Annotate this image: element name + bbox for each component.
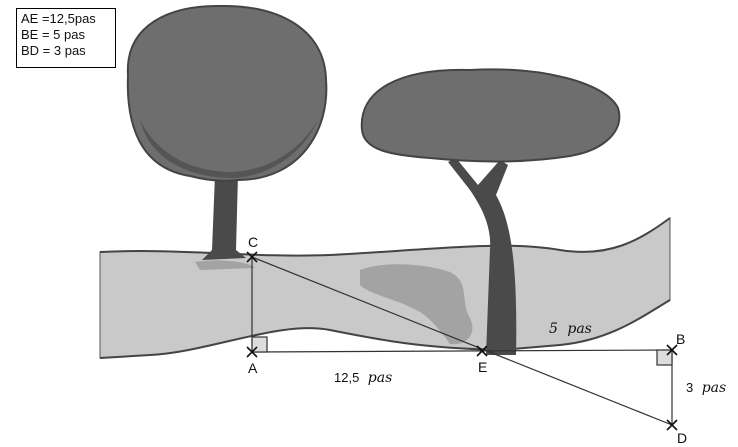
label-a: A xyxy=(248,360,258,376)
label-d: D xyxy=(677,430,687,446)
river-bank-top xyxy=(100,218,670,256)
measure-be: 5 pas xyxy=(549,320,592,337)
segment-ab xyxy=(252,350,672,352)
label-b: B xyxy=(676,331,685,347)
measure-be-unit: pas xyxy=(567,321,592,337)
legend-bd: BD = 3 pas xyxy=(21,43,111,59)
measure-bd-value: 3 xyxy=(686,380,693,395)
legend-be: BE = 5 pas xyxy=(21,27,111,43)
legend-ae: AE =12,5pas xyxy=(21,11,111,27)
label-c: C xyxy=(248,234,258,250)
measure-ae-value: 12,5 xyxy=(334,370,359,385)
measure-bd-unit: pas xyxy=(702,380,727,396)
measure-bd: 3 pas xyxy=(686,379,726,396)
measurements-legend: AE =12,5pas BE = 5 pas BD = 3 pas xyxy=(16,8,116,68)
label-e: E xyxy=(478,359,487,375)
measure-ae: 12,5 pas xyxy=(334,369,392,386)
measure-ae-unit: pas xyxy=(368,370,393,386)
measure-be-value: 5 xyxy=(549,321,558,337)
left-tree xyxy=(128,6,327,260)
